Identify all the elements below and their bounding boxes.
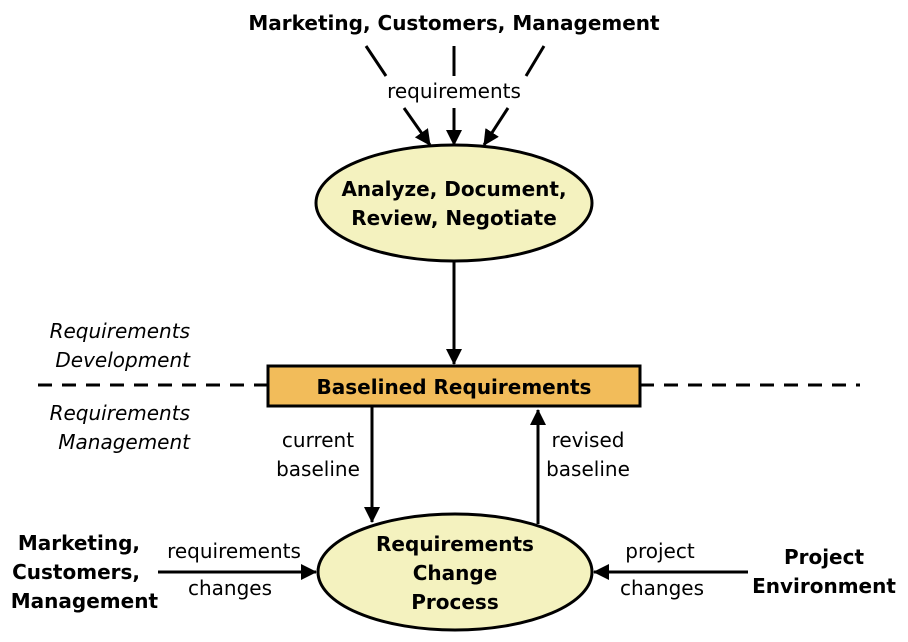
change-process-ellipse (316, 512, 594, 632)
revised-baseline-line2: baseline (546, 457, 630, 481)
zone-management-line1: Requirements (50, 401, 190, 425)
project-environment-line1: Project (784, 545, 865, 569)
analyze-process-line2: Review, Negotiate (351, 206, 557, 230)
top-arrow-left (402, 107, 432, 146)
analyze-process-ellipse (314, 143, 594, 263)
sources-left-line3: Management (11, 589, 159, 613)
baselined-requirements-box (266, 364, 642, 408)
left-flow-line2: changes (188, 576, 272, 600)
right-flow-line1: project (625, 539, 695, 563)
sources-top-label: Marketing, Customers, Management (248, 11, 660, 35)
baselined-requirements-label: Baselined Requirements (317, 375, 592, 399)
top-requirements-label: requirements (387, 79, 521, 103)
top-arrow-right (482, 107, 510, 146)
change-process-line3: Process (411, 590, 499, 614)
zone-development-line1: Requirements (50, 319, 190, 343)
left-flow-line1: requirements (167, 539, 301, 563)
right-flow-line2: changes (620, 576, 704, 600)
change-process-line1: Requirements (376, 532, 534, 556)
analyze-process-line1: Analyze, Document, (341, 177, 566, 201)
project-environment-line2: Environment (752, 574, 896, 598)
zone-development-line2: Development (55, 348, 191, 372)
zone-management-line2: Management (58, 430, 191, 454)
top-line-right-upper (524, 45, 546, 77)
revised-baseline-line1: revised (552, 428, 625, 452)
current-baseline-line2: baseline (276, 457, 360, 481)
current-baseline-line1: current (282, 428, 354, 452)
sources-left-line1: Marketing, (18, 531, 140, 555)
change-process-line2: Change (413, 561, 498, 585)
top-line-left-upper (364, 45, 388, 77)
sources-left-line2: Customers, (12, 560, 140, 584)
